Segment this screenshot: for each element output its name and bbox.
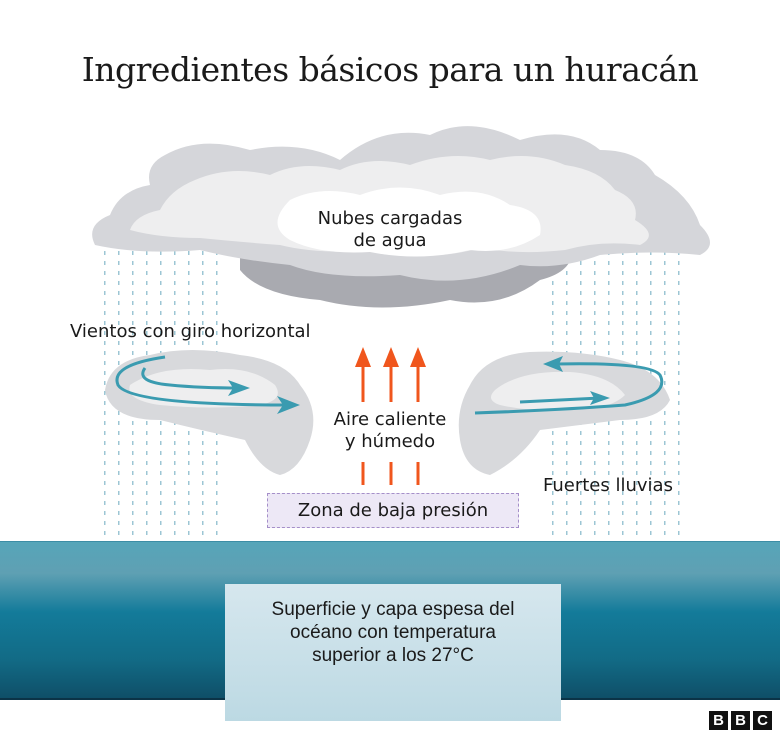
clouds-label: Nubes cargadas de agua [280, 208, 500, 252]
ocean-label-line3: superior a los 27°C [312, 645, 474, 666]
hurricane-illustration [92, 126, 710, 540]
ocean-label-line2: océano con temperatura [290, 622, 496, 643]
wind-arrowheads-icon [228, 356, 610, 414]
bbc-logo-b2: B [731, 711, 750, 730]
low-pressure-label: Zona de baja presión [297, 500, 489, 521]
diagram-title: Ingredientes básicos para un huracán [81, 50, 699, 89]
heat-arrows-icon [361, 362, 420, 485]
bbc-logo-c: C [753, 711, 772, 730]
ocean-label-line1: Superficie y capa espesa del [271, 599, 515, 620]
bbc-logo-b1: B [709, 711, 728, 730]
warm-air-label: Aire caliente y húmedo [300, 409, 480, 453]
warm-air-label-line2: y húmedo [344, 431, 436, 452]
storm-cloud-icon [92, 126, 710, 308]
winds-label: Vientos con giro horizontal [70, 321, 311, 342]
clouds-label-line2: de agua [353, 230, 427, 251]
clouds-label-line1: Nubes cargadas [317, 208, 463, 229]
ocean-label-box: Superficie y capa espesa del océano con … [225, 584, 561, 721]
wind-arrows-icon [115, 355, 664, 415]
warm-air-label-line1: Aire caliente [333, 409, 447, 430]
ocean-band: Superficie y capa espesa del océano con … [0, 541, 780, 721]
rain-label: Fuertes lluvias [543, 475, 673, 496]
bbc-logo: B B C [709, 711, 772, 730]
low-pressure-box: Zona de baja presión [267, 493, 519, 528]
